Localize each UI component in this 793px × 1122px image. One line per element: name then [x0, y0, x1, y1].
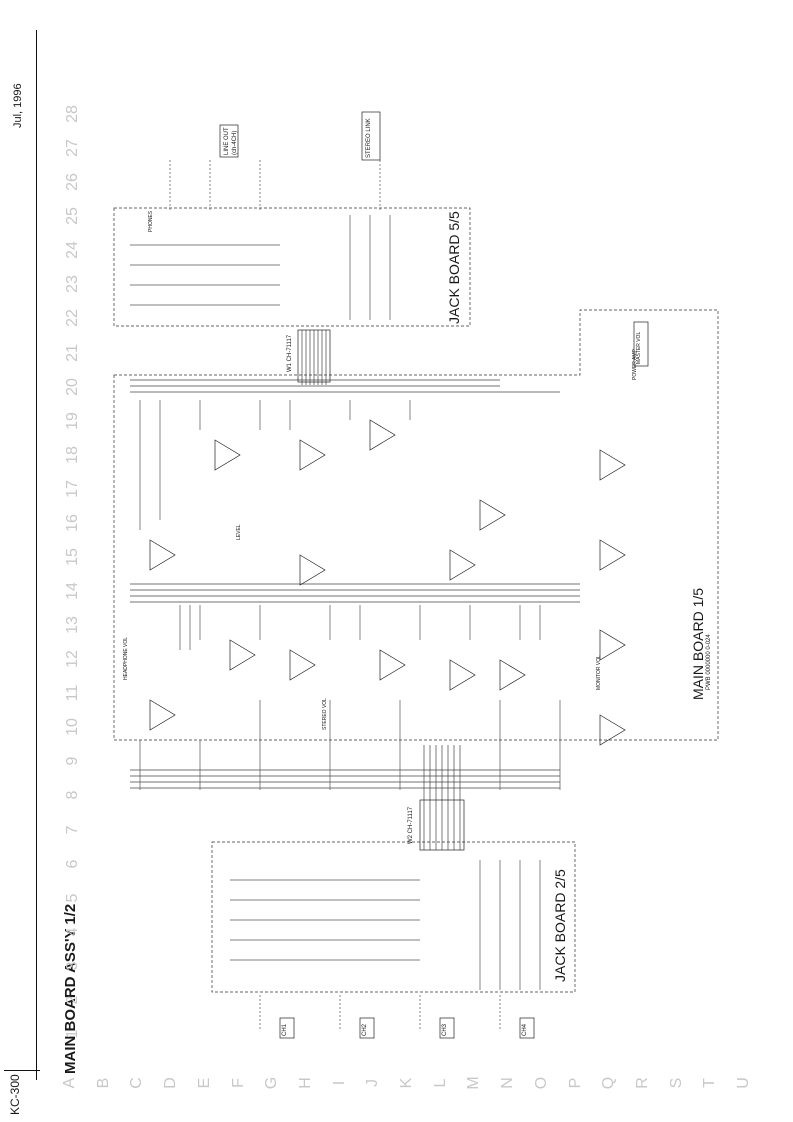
ch3-label: CH3: [442, 1023, 448, 1036]
label-boxes: [219, 111, 649, 1039]
external-leaders: [169, 160, 501, 1030]
connector-w2-label: W2 CH-71117: [408, 806, 414, 844]
main-board-pwb: PWB 0000000 0-024: [706, 634, 712, 690]
main-board-outline: [113, 309, 719, 741]
op-amps: [149, 419, 626, 746]
stereo-link-label: STEREO LINK: [366, 118, 372, 158]
monitor-vol-label: MONITOR VOL: [596, 655, 602, 690]
power-amp-label: POWER AMP: [632, 349, 638, 380]
jack-board-2-label: JACK BOARD 2/5: [552, 869, 568, 982]
jack-board-2-outline: [211, 841, 576, 993]
signal-buses: [130, 330, 580, 850]
ch2-label: CH2: [362, 1023, 368, 1036]
line-out-detail: (ch-4CH): [232, 130, 238, 155]
ch1-label: CH1: [282, 1023, 288, 1036]
component-traces: [130, 215, 561, 990]
connector-w2: [419, 799, 465, 851]
line-out-label: LINE OUT: [224, 127, 230, 155]
ch4-label: CH4: [522, 1023, 528, 1036]
left-rule: [36, 30, 37, 1080]
phones-label: PHONES: [148, 210, 154, 232]
level-label: LEVEL: [236, 524, 242, 540]
headphone-vol-label: HEADPHONE VOL: [123, 636, 129, 680]
jack-board-5-outline: [113, 207, 471, 327]
jack-board-5-label: JACK BOARD 5/5: [446, 211, 462, 324]
connector-w1-label: W1 CH-71117: [287, 334, 293, 372]
stereo-vol-label: STEREO VOL: [322, 698, 328, 730]
bottom-rule: [4, 1070, 40, 1071]
connector-w1: [297, 329, 331, 383]
main-board-1-label: MAIN BOARD 1/5: [690, 587, 706, 700]
